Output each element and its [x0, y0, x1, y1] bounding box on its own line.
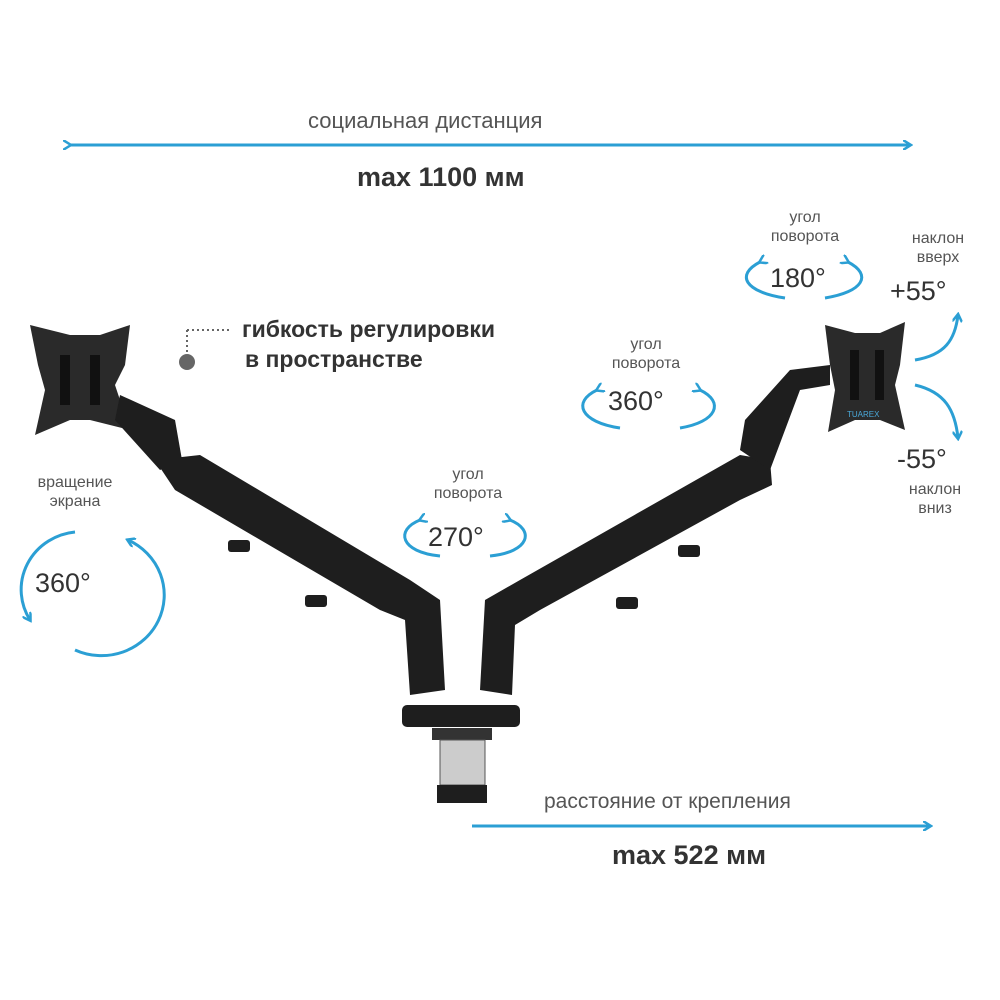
- label-line: угол: [452, 466, 484, 483]
- pointer-dot-icon: [179, 354, 195, 370]
- rotation-circle-icon: [19, 530, 166, 658]
- tilt-down-value: -55°: [897, 444, 947, 474]
- swivel-head-label: угол поворота: [755, 208, 855, 246]
- swivel-mid-value: 360°: [608, 386, 664, 416]
- brand-logo: TUAREX: [847, 410, 880, 419]
- swivel-center-value: 270°: [428, 522, 484, 552]
- swivel-head-value: 180°: [770, 263, 826, 293]
- label-line: вращение: [37, 474, 113, 491]
- tilt-up-label: наклон вверх: [898, 229, 978, 267]
- reach-label: расстояние от крепления: [544, 790, 791, 813]
- desk-clamp: [402, 705, 520, 803]
- label-line: угол: [789, 209, 821, 226]
- label-line: поворота: [433, 485, 503, 502]
- label-line: наклон: [908, 481, 962, 498]
- flex-line1: гибкость регулировки: [242, 316, 496, 342]
- distance-label: социальная дистанция: [308, 108, 543, 133]
- reach-value: max 522 мм: [612, 840, 767, 870]
- tilt-up-value: +55°: [890, 276, 947, 306]
- label-line: вверх: [916, 249, 960, 266]
- rotation-screen-value: 360°: [35, 568, 91, 598]
- swivel-mid-label: угол поворота: [596, 335, 696, 373]
- right-vesa-plate: [825, 322, 905, 432]
- label-line: вниз: [918, 500, 952, 517]
- left-arm: [115, 395, 445, 695]
- tilt-down-label: наклон вниз: [895, 480, 975, 518]
- left-vesa-plate: [30, 325, 130, 435]
- label-line: поворота: [611, 355, 681, 372]
- swivel-arrows-icon: [403, 262, 958, 558]
- label-line: экрана: [49, 493, 101, 510]
- label-line: поворота: [770, 228, 840, 245]
- flex-line2: в пространстве: [245, 346, 423, 372]
- label-line: наклон: [911, 230, 965, 247]
- right-arm: [480, 365, 830, 695]
- label-line: угол: [630, 336, 662, 353]
- rotation-screen-label: вращение экрана: [30, 473, 120, 511]
- distance-value: max 1100 мм: [357, 162, 525, 192]
- swivel-center-label: угол поворота: [418, 465, 518, 503]
